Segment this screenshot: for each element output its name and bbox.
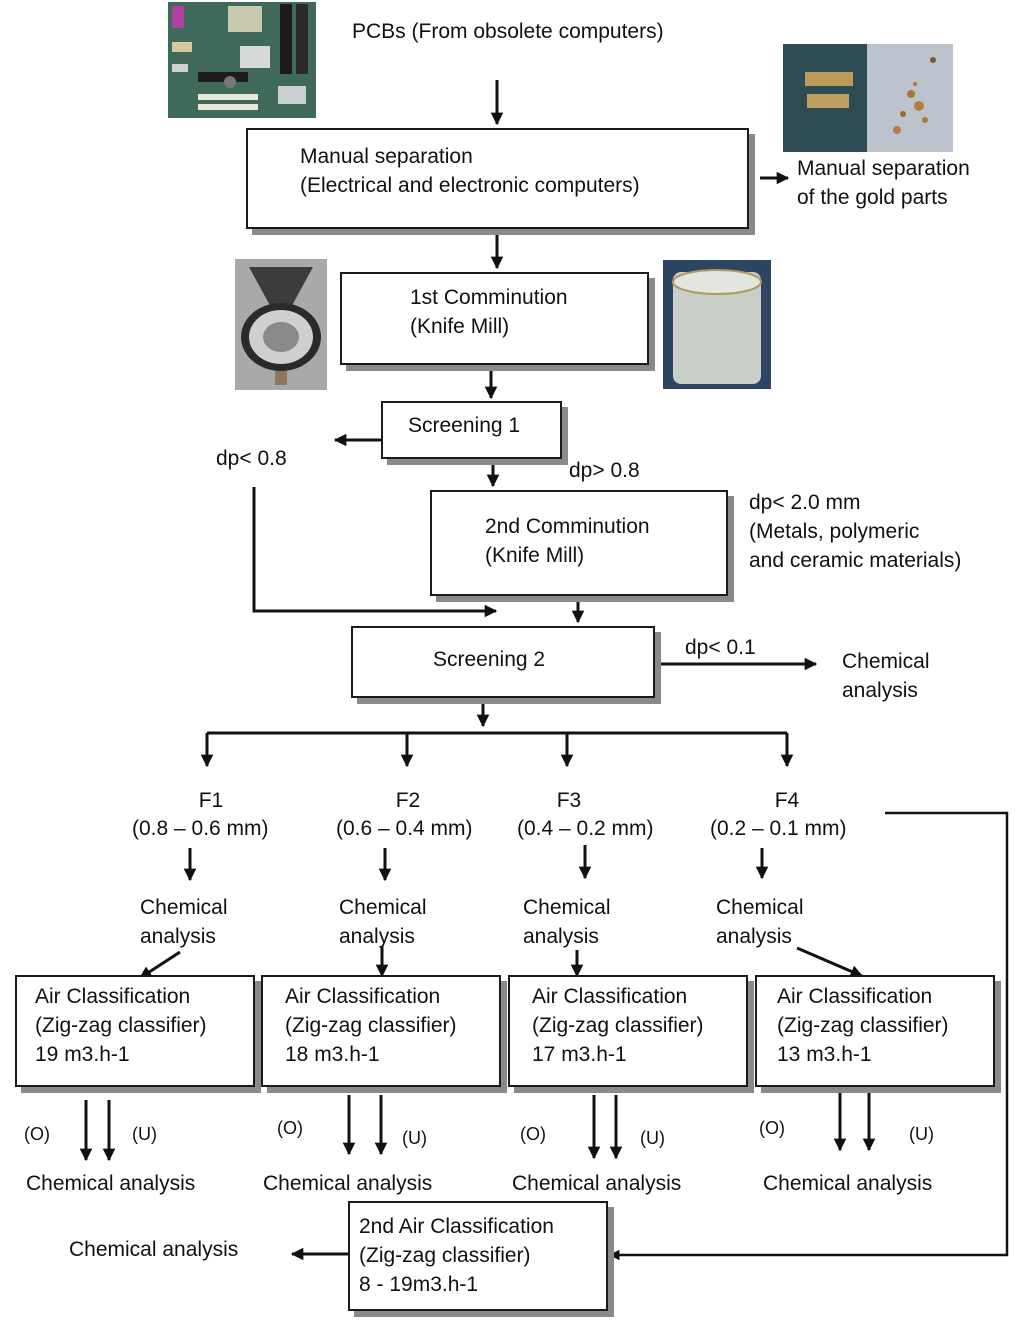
comminution-1-subtitle: (Knife Mill) [410,315,510,338]
fraction-f2-range: (0.6 – 0.4 mm) [336,817,473,840]
knife-mill-photo [235,259,327,390]
comminution-2-note-line1: dp< 2.0 mm [749,491,861,514]
air-classifier-2-flow: 8 - 19m3.h-1 [359,1273,479,1296]
air-classifier-2-box: 2nd Air Classification (Zig-zag classifi… [348,1201,608,1311]
air-classifier-f1-flow: 19 m3.h-1 [35,1043,130,1066]
air-classifier-2-subtitle: (Zig-zag classifier) [359,1244,531,1267]
air-classifier-f4-box: Air Classification (Zig-zag classifier) … [755,975,995,1087]
bypass-fine-line [252,487,498,618]
fraction-f4-analysis-line2: analysis [716,925,792,948]
air-classifier-f1-box: Air Classification (Zig-zag classifier) … [15,975,255,1087]
f3-underflow-label: (U) [640,1128,665,1148]
screening-1-label: Screening 1 [408,414,521,437]
air-classifier-f2-subtitle: (Zig-zag classifier) [285,1014,457,1037]
f4-result-label: Chemical analysis [763,1172,933,1195]
air-classifier-f3-flow: 17 m3.h-1 [532,1043,627,1066]
air-classifier-f4-flow: 13 m3.h-1 [777,1043,872,1066]
air-classifier-f4-title: Air Classification [777,985,933,1008]
screening-2-box: Screening 2 [351,626,655,698]
comminution-1-box: 1st Comminution (Knife Mill) [340,272,649,365]
arrow-f1-classifier [138,950,181,980]
fraction-f1-range: (0.8 – 0.6 mm) [132,817,269,840]
fraction-f1-analysis-line1: Chemical [140,896,228,919]
gold-separation-line2: of the gold parts [797,186,948,209]
screening-1-fine-label: dp< 0.8 [216,447,287,470]
comminution-1-title: 1st Comminution [410,286,568,309]
fraction-f4-analysis-line1: Chemical [716,896,804,919]
air-classifier-f3-box: Air Classification (Zig-zag classifier) … [508,975,748,1087]
f3-result-label: Chemical analysis [512,1172,682,1195]
fraction-f2-analysis-line2: analysis [339,925,415,948]
beaker-image [663,260,771,389]
f2-underflow-label: (U) [402,1128,427,1148]
air-classifier-f2-title: Air Classification [285,985,441,1008]
gold-image [783,44,953,152]
fraction-f3-name: F3 [556,789,582,812]
ground-material-beaker-photo [663,260,771,389]
comminution-2-note-line3: and ceramic materials) [749,549,962,572]
fraction-f1-analysis-line2: analysis [140,925,216,948]
fraction-f3-analysis-line2: analysis [523,925,599,948]
screening-2-analysis-line1: Chemical [842,650,930,673]
air-classifier-f4-subtitle: (Zig-zag classifier) [777,1014,949,1037]
comminution-2-note-line2: (Metals, polymeric [749,520,920,543]
f4-recycle-line [608,811,1009,1261]
f2-overflow-label: (O) [277,1118,303,1138]
manual-separation-title: Manual separation [300,145,473,168]
air-classifier-f2-box: Air Classification (Zig-zag classifier) … [261,975,501,1087]
pcb-motherboard-photo [168,2,316,118]
fraction-f4-name: F4 [774,789,800,812]
f4-underflow-label: (U) [909,1124,934,1144]
fraction-f2-name: F2 [395,789,421,812]
screening-2-analysis-line2: analysis [842,679,918,702]
air-classifier-f1-subtitle: (Zig-zag classifier) [35,1014,207,1037]
gold-separation-line1: Manual separation [797,157,970,180]
f1-underflow-label: (U) [132,1124,157,1144]
f4-overflow-label: (O) [759,1118,785,1138]
fraction-f2-analysis-line1: Chemical [339,896,427,919]
f2-result-label: Chemical analysis [263,1172,433,1195]
f1-result-label: Chemical analysis [26,1172,196,1195]
air-classifier-2-output-label: Chemical analysis [69,1238,239,1261]
screening-2-fine-label: dp< 0.1 [685,636,756,659]
comminution-2-subtitle: (Knife Mill) [485,544,585,567]
air-classifier-f2-flow: 18 m3.h-1 [285,1043,380,1066]
gold-parts-photo [783,44,953,152]
fraction-f1-name: F1 [198,789,224,812]
screening-1-coarse-label: dp> 0.8 [569,459,640,482]
comminution-2-title: 2nd Comminution [485,515,650,538]
screening-2-label: Screening 2 [433,648,546,671]
knife-mill-image [235,259,327,390]
pcb-image [168,2,316,118]
air-classifier-f3-title: Air Classification [532,985,688,1008]
manual-separation-box: Manual separation (Electrical and electr… [246,128,749,229]
f1-overflow-label: (O) [24,1124,50,1144]
fraction-f4-range: (0.2 – 0.1 mm) [710,817,847,840]
fraction-f3-range: (0.4 – 0.2 mm) [517,817,654,840]
source-label: PCBs (From obsolete computers) [352,20,664,43]
air-classifier-f3-subtitle: (Zig-zag classifier) [532,1014,704,1037]
f3-overflow-label: (O) [520,1124,546,1144]
air-classifier-2-title: 2nd Air Classification [359,1215,554,1238]
screening-1-box: Screening 1 [381,401,562,459]
manual-separation-subtitle: (Electrical and electronic computers) [300,174,640,197]
air-classifier-f1-title: Air Classification [35,985,191,1008]
arrow-f4-classifier [796,946,864,978]
comminution-2-box: 2nd Comminution (Knife Mill) [430,490,728,596]
fraction-f3-analysis-line1: Chemical [523,896,611,919]
